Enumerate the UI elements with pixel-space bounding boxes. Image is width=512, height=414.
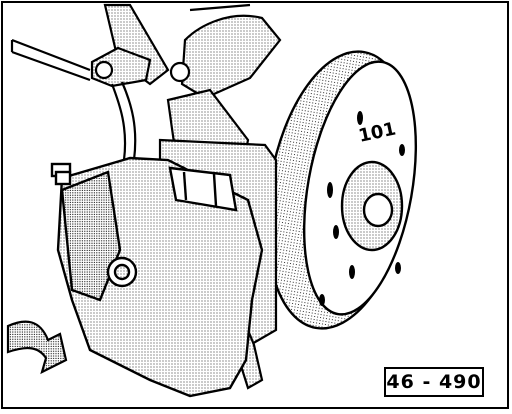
brake-line bbox=[10, 38, 91, 82]
figure-number-label: 46 - 490 bbox=[384, 367, 484, 397]
direction-arrow bbox=[6, 320, 68, 375]
figure-border bbox=[1, 1, 509, 409]
disc-vent-slots bbox=[319, 111, 405, 306]
bleed-nipple bbox=[50, 162, 72, 186]
suspension-strut bbox=[103, 3, 282, 100]
brake-disc bbox=[265, 50, 418, 330]
hose-bracket bbox=[90, 46, 191, 88]
brake-hose bbox=[110, 81, 137, 161]
brake-caliper bbox=[50, 156, 264, 398]
